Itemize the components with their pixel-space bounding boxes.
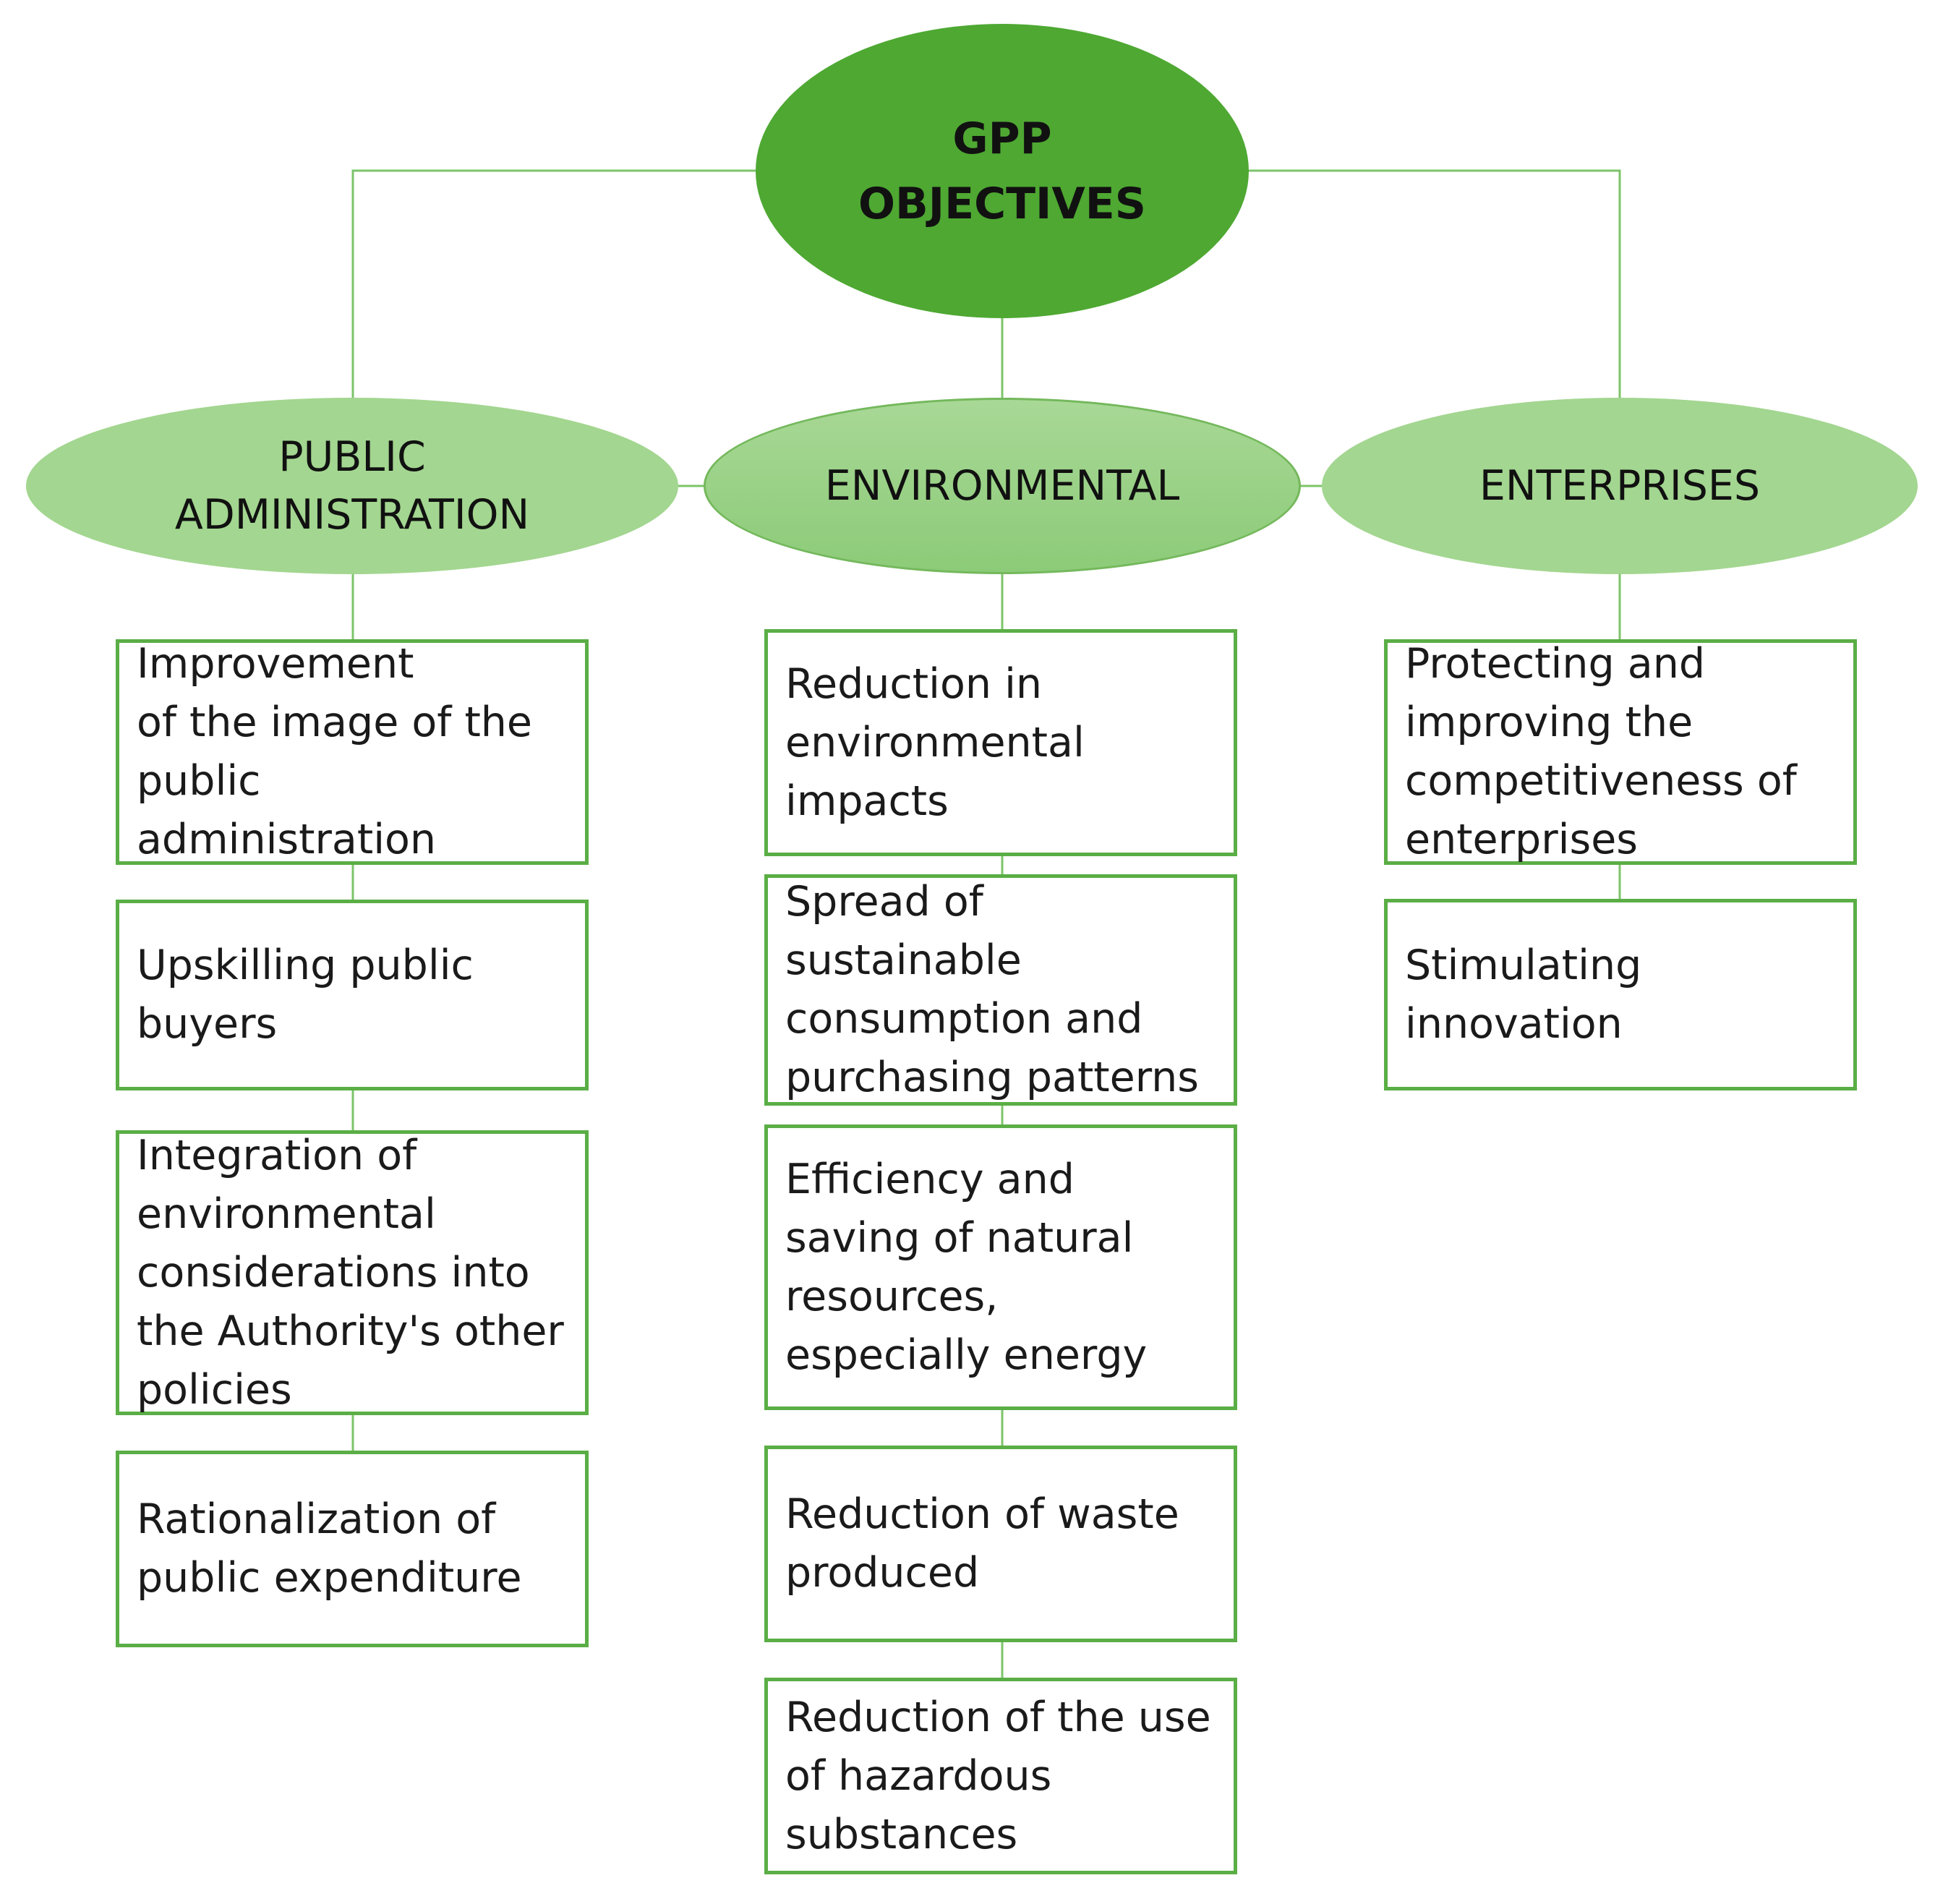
objective-text: Rationalization of public expenditure	[137, 1495, 522, 1602]
pa-objective-box: Rationalization of public expenditure	[116, 1451, 589, 1647]
pa-objective-box: Integration of environmental considerati…	[116, 1130, 589, 1415]
ent-objective-box: Protecting and improving the competitive…	[1384, 639, 1857, 865]
objective-text: Spread of sustainable consumption and pu…	[785, 878, 1199, 1101]
objective-text: Upskilling public buyers	[137, 942, 474, 1048]
connector-root-public-administration	[351, 169, 756, 399]
objective-text: Reduction of the use of hazardous substa…	[785, 1693, 1211, 1858]
pa-objective-box: Upskilling public buyers	[116, 900, 589, 1090]
category-environmental: ENVIRONMENTAL	[704, 398, 1301, 574]
objective-text: Reduction of waste produced	[785, 1490, 1179, 1597]
env-objective-box: Reduction of the use of hazardous substa…	[764, 1678, 1237, 1874]
root-node: GPP OBJECTIVES	[756, 24, 1249, 318]
category-label: PUBLIC ADMINISTRATION	[174, 433, 530, 539]
objective-text: Efficiency and saving of natural resourc…	[785, 1155, 1148, 1379]
connector-root-enterprises	[1249, 169, 1621, 399]
objective-text: Stimulating innovation	[1405, 941, 1642, 1048]
ent-objective-box: Stimulating innovation	[1384, 899, 1857, 1090]
env-objective-box: Efficiency and saving of natural resourc…	[764, 1124, 1237, 1410]
category-public-administration: PUBLIC ADMINISTRATION	[26, 398, 678, 574]
objective-text: Integration of environmental considerati…	[137, 1131, 564, 1414]
pa-objective-box: Improvement of the image of the public a…	[116, 639, 589, 865]
env-objective-box: Reduction in environmental impacts	[764, 629, 1237, 856]
root-label: GPP OBJECTIVES	[858, 113, 1146, 229]
category-enterprises: ENTERPRISES	[1322, 398, 1918, 574]
env-objective-box: Spread of sustainable consumption and pu…	[764, 874, 1237, 1106]
category-label: ENTERPRISES	[1479, 462, 1761, 510]
objective-text: Improvement of the image of the public a…	[137, 640, 532, 863]
category-label: ENVIRONMENTAL	[824, 462, 1180, 510]
objective-text: Reduction in environmental impacts	[785, 659, 1085, 825]
objective-text: Protecting and improving the competitive…	[1405, 640, 1797, 863]
env-objective-box: Reduction of waste produced	[764, 1446, 1237, 1642]
